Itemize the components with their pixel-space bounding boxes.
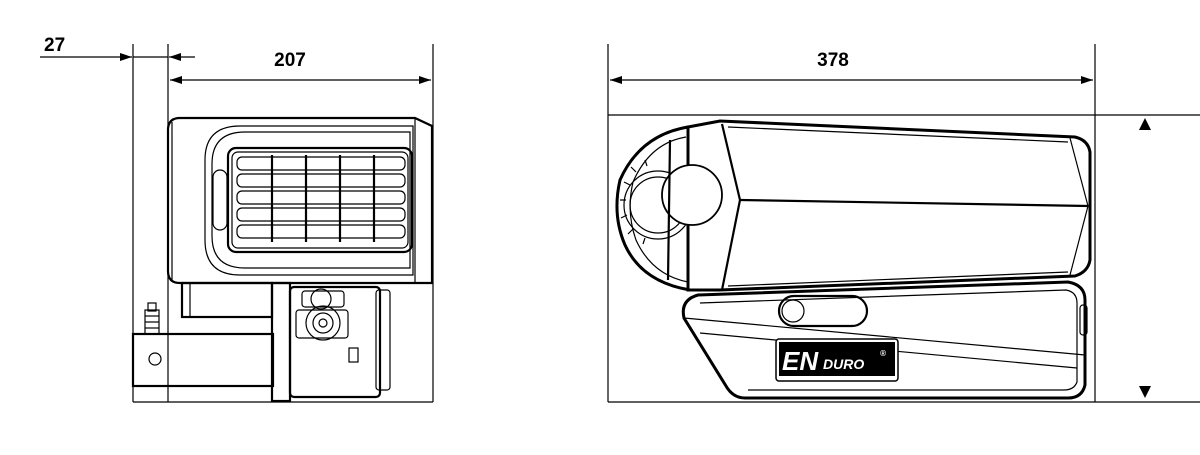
release-lever xyxy=(777,294,869,328)
offset-dimension-label: 27 xyxy=(44,35,65,56)
side-view-mover xyxy=(131,116,434,403)
grille-slots xyxy=(236,155,406,242)
motor-cap xyxy=(661,164,723,226)
top-view-mover: EN DURO ® xyxy=(615,119,1092,400)
length-dimension-label: 378 xyxy=(817,50,849,71)
top-view-dimensions: 378 xyxy=(607,44,1200,403)
svg-text:®: ® xyxy=(880,349,886,358)
enduro-logo: EN DURO ® xyxy=(775,338,899,382)
height-arrow-up xyxy=(1139,118,1151,130)
width-dimension-label: 207 xyxy=(274,50,306,71)
height-arrow-down xyxy=(1139,386,1151,398)
svg-text:DURO: DURO xyxy=(823,356,864,372)
svg-text:EN: EN xyxy=(782,346,819,376)
